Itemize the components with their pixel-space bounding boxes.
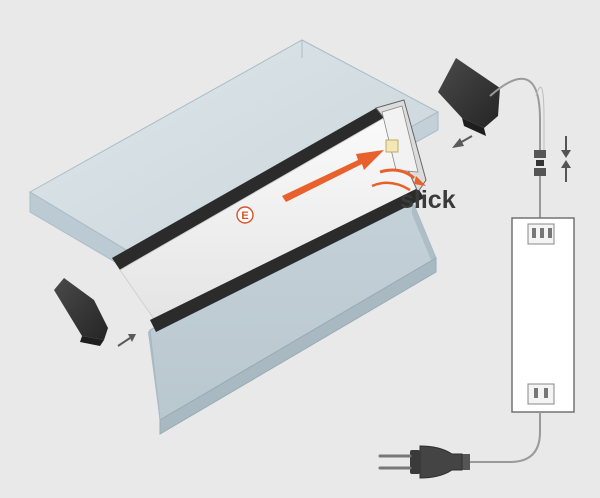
badge-e: E bbox=[236, 206, 254, 224]
driver-box-icon bbox=[511, 217, 575, 413]
direction-arrow-icon bbox=[117, 334, 136, 347]
end-cap-icon bbox=[54, 278, 108, 346]
slick-label: slick bbox=[400, 186, 456, 214]
led-chip-icon bbox=[385, 139, 399, 153]
plug-icon bbox=[378, 445, 470, 479]
cable bbox=[440, 412, 541, 463]
cable bbox=[535, 86, 545, 150]
end-cap-icon bbox=[438, 58, 500, 136]
cable bbox=[489, 77, 541, 150]
direction-arrow-icon bbox=[452, 135, 473, 148]
direction-arrow-icon bbox=[561, 136, 571, 182]
connector-icon bbox=[534, 150, 546, 176]
direction-arrow-icon bbox=[282, 150, 426, 202]
lower-glass-panel bbox=[148, 199, 437, 435]
badge-letter: E bbox=[241, 210, 248, 222]
